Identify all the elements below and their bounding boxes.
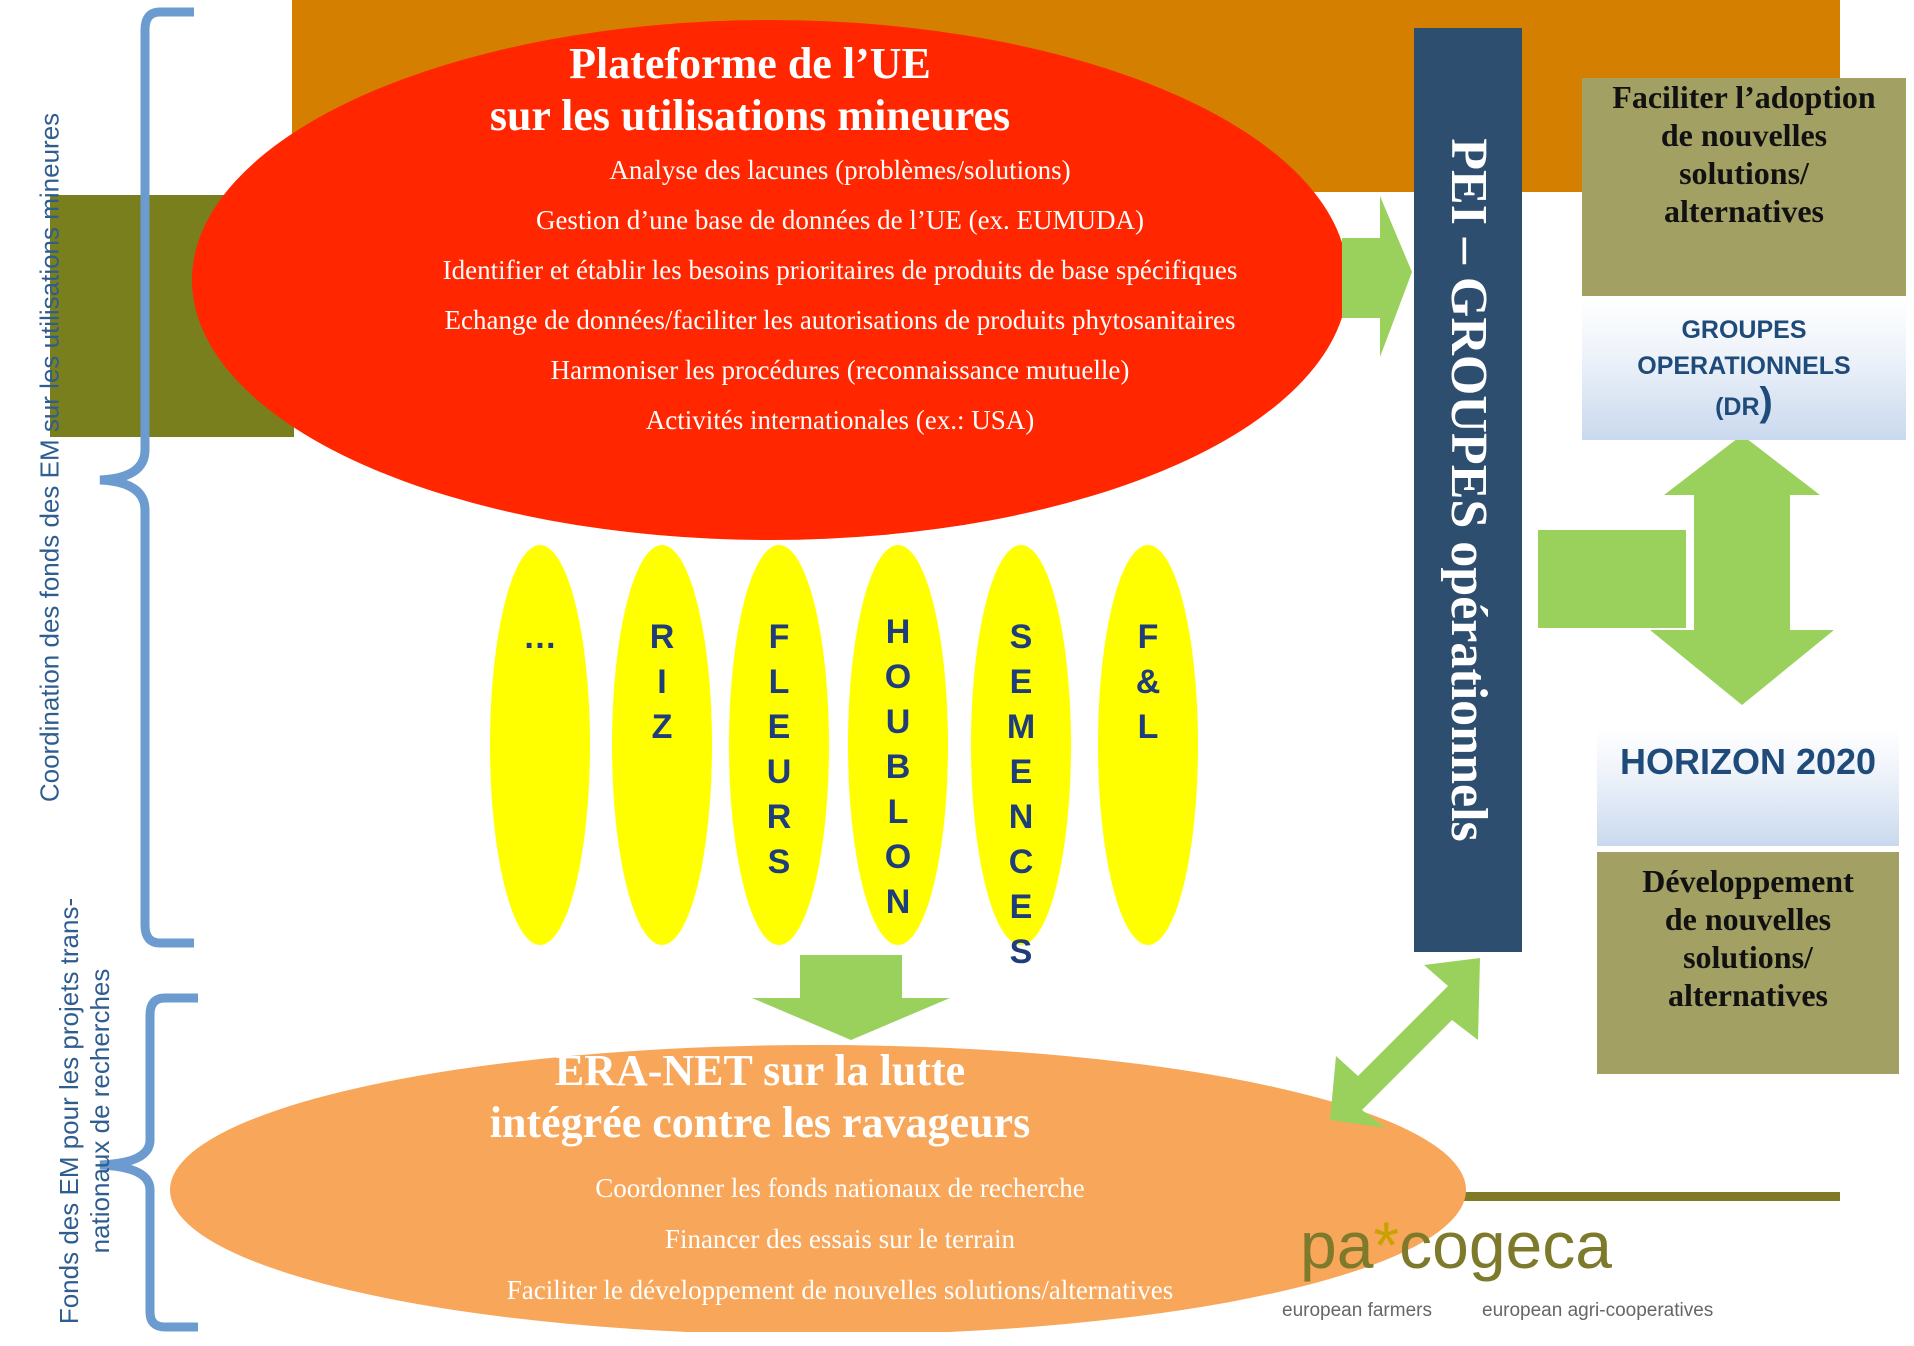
groups-line3-paren: ) xyxy=(1759,380,1773,424)
platform-items: Analyse des lacunes (problèmes/solutions… xyxy=(400,152,1280,452)
crop-oval-fleurs xyxy=(729,545,829,945)
adoption-line: solutions/ xyxy=(1679,155,1809,191)
side-label-lower: Fonds des EM pour les projets trans- nat… xyxy=(54,876,116,1346)
platform-title: Plateforme de l’UE sur les utilisations … xyxy=(260,38,1240,142)
logo-divider-line xyxy=(1300,1192,1840,1201)
adoption-line: de nouvelles xyxy=(1660,117,1828,153)
copa-cogeca-logo: pa*cogeca xyxy=(1300,1210,1612,1280)
eranet-title-line1: ERA-NET sur la lutte xyxy=(554,1046,966,1095)
platform-title-line2: sur les utilisations mineures xyxy=(489,91,1011,140)
logo-sub-left: european farmers xyxy=(1282,1300,1432,1321)
groups-line1: GROUPES xyxy=(1681,316,1807,344)
eranet-items: Coordonner les fonds nationaux de recher… xyxy=(420,1170,1260,1323)
eranet-item: Financer des essais sur le terrain xyxy=(664,1224,1016,1254)
eranet-item: Faciliter le développement de nouvelles … xyxy=(506,1275,1174,1305)
adoption-box: Faciliter l’adoption de nouvelles soluti… xyxy=(1582,78,1906,296)
adoption-line: alternatives xyxy=(1664,193,1824,229)
eranet-title-line2: intégrée contre les ravageurs xyxy=(489,1098,1031,1147)
arrow-crops-to-eranet xyxy=(752,955,950,1040)
adoption-line: Faciliter l’adoption xyxy=(1612,79,1876,115)
horizon-label: HORIZON 2020 xyxy=(1619,741,1877,782)
groups-box: GROUPES OPERATIONNELS (DR) xyxy=(1582,298,1906,440)
crop-oval-semences xyxy=(971,545,1071,945)
groups-line2: OPERATIONNELS xyxy=(1637,352,1851,380)
groups-line3-text: (DR xyxy=(1715,393,1760,421)
crop-oval-others xyxy=(490,545,590,945)
logo-sub-right: european agri-cooperatives xyxy=(1482,1300,1714,1321)
eranet-item: Coordonner les fonds nationaux de recher… xyxy=(595,1173,1085,1203)
double-arrow-diagonal xyxy=(1330,958,1480,1128)
crop-oval-fl xyxy=(1098,545,1198,945)
logo-star-icon: * xyxy=(1373,1208,1400,1282)
crop-oval-houblon xyxy=(848,545,948,945)
crop-label-others: … xyxy=(523,618,557,656)
platform-item: Identifier et établir les besoins priori… xyxy=(442,255,1238,285)
platform-item: Analyse des lacunes (problèmes/solutions… xyxy=(609,155,1071,185)
crop-label-fl: F&L xyxy=(1135,618,1161,746)
platform-item: Harmoniser les procédures (reconnaissanc… xyxy=(550,355,1130,385)
eranet-title: ERA-NET sur la lutte intégrée contre les… xyxy=(330,1045,1190,1149)
development-line: de nouvelles xyxy=(1664,901,1832,937)
groups-line3: (DR) xyxy=(1582,382,1906,425)
platform-item: Echange de données/faciliter les autoris… xyxy=(444,305,1236,335)
development-line: Développement xyxy=(1642,863,1854,899)
arrow-pei-to-right xyxy=(1538,530,1686,628)
development-line: alternatives xyxy=(1668,977,1828,1013)
logo-right-text: cogeca xyxy=(1399,1208,1612,1282)
platform-ellipse xyxy=(192,20,1348,540)
side-label-upper: Coordination des fonds des EM sur les ut… xyxy=(34,112,65,803)
logo-left-text: pa xyxy=(1300,1208,1374,1282)
platform-item: Activités internationales (ex.: USA) xyxy=(645,405,1035,435)
arrow-platform-to-pei xyxy=(1342,196,1412,357)
side-label-lower-line2: nationaux de recherches xyxy=(85,968,115,1254)
horizon-box: HORIZON 2020 xyxy=(1597,728,1899,846)
development-line: solutions/ xyxy=(1683,939,1813,975)
upper-bracket xyxy=(99,7,194,948)
pei-label: PEI – GROUPES opérationnels xyxy=(1440,138,1497,842)
platform-title-line1: Plateforme de l’UE xyxy=(569,39,931,88)
pei-label-box: PEI – GROUPES opérationnels xyxy=(1414,28,1522,952)
crop-oval-riz xyxy=(612,545,712,945)
side-label-lower-line1: Fonds des EM pour les projets trans- xyxy=(54,897,84,1325)
pei-bar xyxy=(1414,28,1522,952)
development-box: Développement de nouvelles solutions/ al… xyxy=(1597,852,1899,1074)
lower-bracket xyxy=(99,993,198,1332)
platform-item: Gestion d’une base de données de l’UE (e… xyxy=(535,205,1145,235)
double-arrow-vertical xyxy=(1650,435,1834,705)
eranet-ellipse xyxy=(170,1045,1466,1332)
